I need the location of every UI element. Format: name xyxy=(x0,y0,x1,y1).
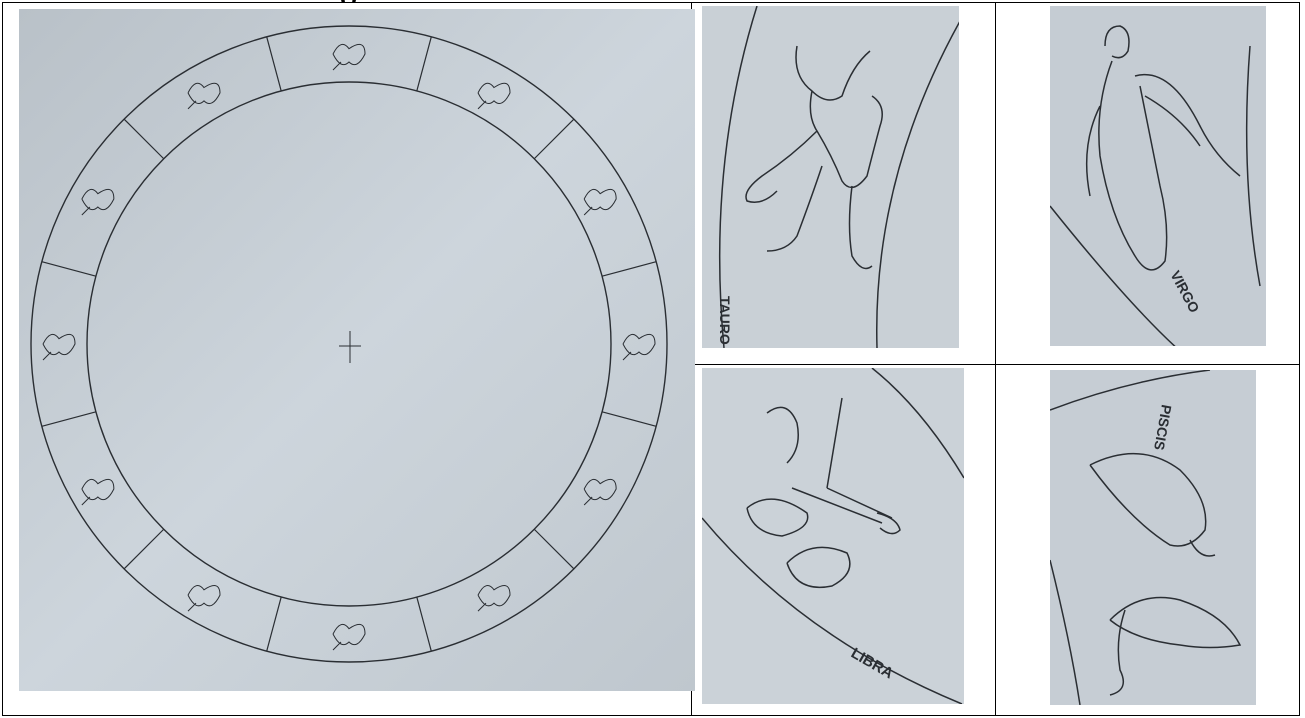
virgo-cell: VIRGO xyxy=(996,3,1300,365)
zodiac-wheel-cell xyxy=(3,3,692,716)
tauro-label: TAURO xyxy=(717,296,733,345)
libra-cell: LIBRA xyxy=(692,364,996,716)
piscis-cell: PISCIS xyxy=(996,364,1300,716)
tauro-photo: TAURO xyxy=(702,6,959,348)
libra-photo: LIBRA xyxy=(702,368,964,704)
zodiac-wheel-photo xyxy=(19,9,695,691)
tauro-cell: TAURO xyxy=(692,3,996,365)
piscis-photo: PISCIS xyxy=(1050,370,1256,705)
virgo-photo: VIRGO xyxy=(1050,6,1266,346)
